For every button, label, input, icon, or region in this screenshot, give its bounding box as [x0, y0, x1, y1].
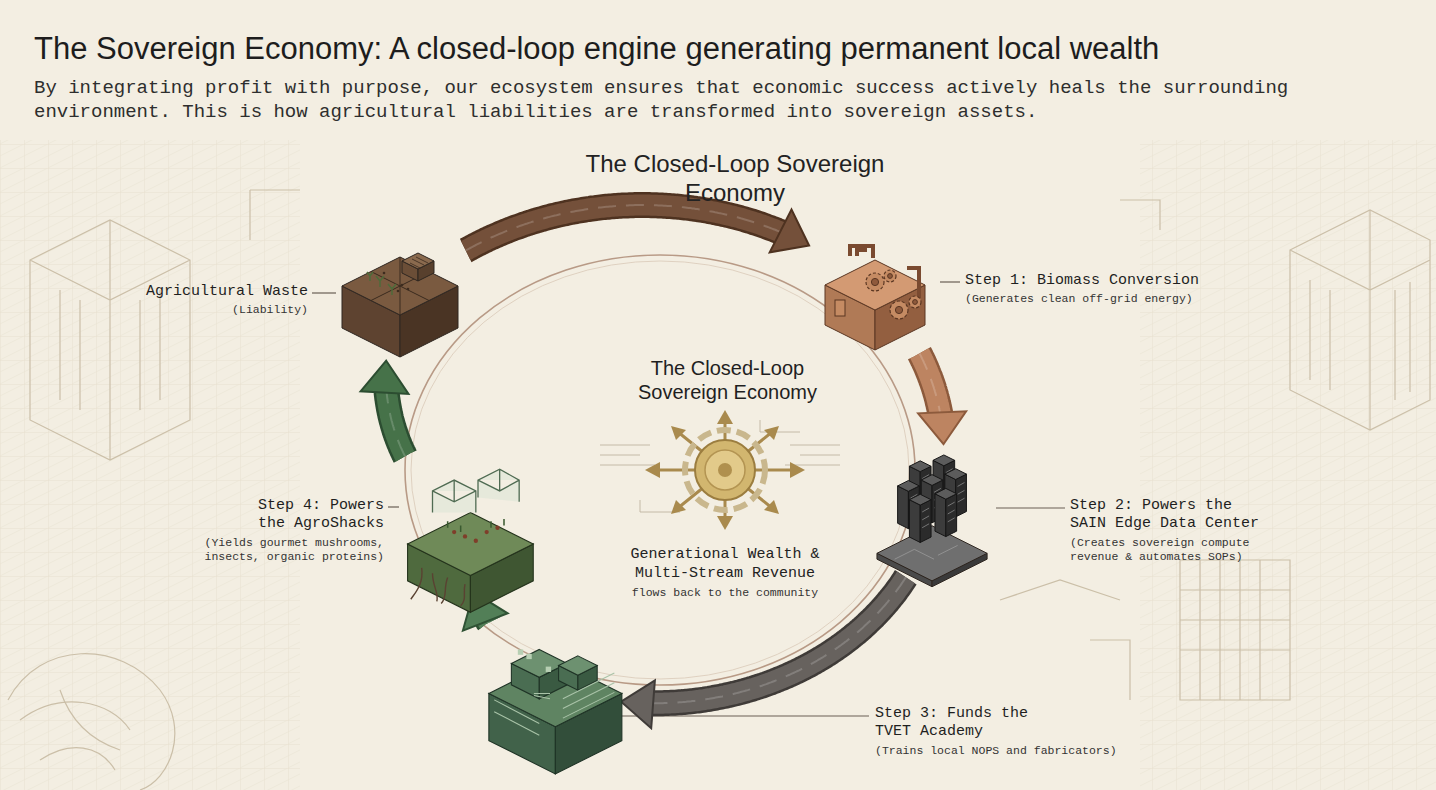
- node-label: Agricultural Waste (Liability): [118, 283, 308, 318]
- node-illustration: [400, 462, 530, 587]
- center-text: Generational Wealth & Multi-Stream Reven…: [620, 546, 830, 584]
- node-heading: Step 4: Powers the AgroShacks: [234, 497, 384, 534]
- flow-arrow: [621, 577, 906, 728]
- agroshack-block: Step 4: Powers the AgroShacks(Yields gou…: [400, 462, 530, 587]
- node-heading: Agricultural Waste: [118, 283, 308, 301]
- biomass-block: Step 1: Biomass Conversion(Generates cle…: [815, 238, 935, 348]
- node-label: Step 4: Powers the AgroShacks(Yields gou…: [174, 497, 384, 564]
- node-illustration: [815, 238, 935, 348]
- leader-lines: [312, 282, 1065, 716]
- flow-arrow: [466, 205, 809, 252]
- node-illustration: [340, 245, 460, 355]
- data-center-block: Step 2: Powers the SAIN Edge Data Center…: [875, 450, 993, 572]
- center-title: The Closed-Loop Sovereign Economy: [615, 356, 840, 404]
- node-heading: Step 3: Funds the TVET Academy: [875, 705, 1045, 742]
- node-illustration: [875, 450, 993, 572]
- waste-block: Agricultural Waste(Liability): [340, 245, 460, 355]
- node-subtext: (Generates clean off-grid energy): [965, 292, 1235, 306]
- node-label: Step 3: Funds the TVET Academy (Trains lo…: [875, 705, 1145, 758]
- node-label: Step 2: Powers the SAIN Edge Data Center…: [1070, 497, 1270, 564]
- compass-symbol: [645, 410, 805, 530]
- node-subtext: (Liability): [118, 303, 308, 317]
- node-illustration: [485, 628, 615, 746]
- center-note: flows back to the community: [600, 586, 850, 600]
- node-heading: Step 1: Biomass Conversion: [965, 272, 1235, 290]
- flow-arrow: [361, 361, 409, 457]
- node-subtext: (Trains local NOPS and fabricators): [875, 744, 1145, 758]
- page-caption: By integrating profit with purpose, our …: [34, 76, 1409, 124]
- node-subtext: (Creates sovereign compute revenue & aut…: [1070, 536, 1270, 565]
- page-title: The Sovereign Economy: A closed-loop eng…: [34, 30, 1414, 67]
- node-subtext: (Yields gourmet mushrooms, insects, orga…: [174, 536, 384, 565]
- flow-arrow: [918, 353, 966, 444]
- node-label: Step 1: Biomass Conversion (Generates cle…: [965, 272, 1235, 307]
- node-heading: Step 2: Powers the SAIN Edge Data Center: [1070, 497, 1270, 534]
- academy-block: Step 3: Funds the TVET Academy(Trains lo…: [485, 628, 615, 746]
- section-heading: The Closed-Loop Sovereign Economy: [540, 150, 930, 208]
